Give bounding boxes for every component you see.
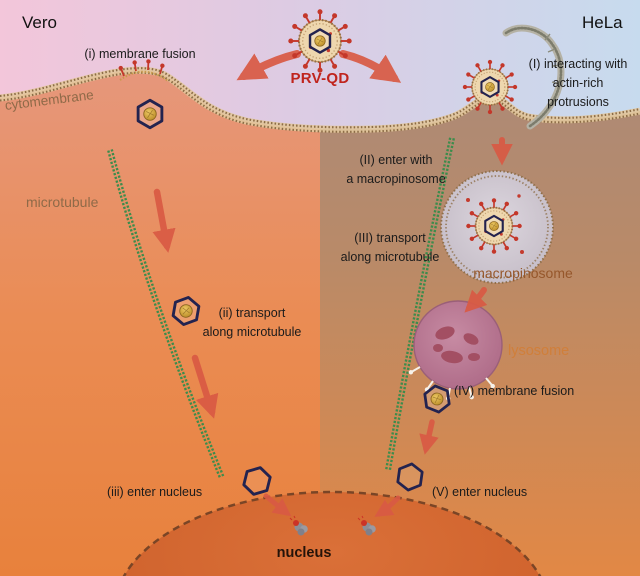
pathway-arrows [152,50,513,517]
cell-label-hela: HeLa [582,13,623,32]
actin-protrusion [502,24,565,130]
arrow-hela-nucleus [374,495,401,517]
membrane-fusion-site-vero [117,58,169,82]
arrow-lysosome-release [419,419,439,455]
label-nucleus: nucleus [276,545,332,561]
arrow-vero-transport-2 [191,354,219,419]
label-microtubule: microtubule [26,194,99,210]
label-step-IV-membrane-fusion: (IV) membrane fusion [454,384,575,398]
nucleus-shape [112,490,552,576]
label-lysosome: lysosome [508,343,570,359]
arrow-macropinosome-to-lysosome [464,287,488,313]
capsid-after-fusion-vero [138,100,162,128]
microtubule-right [385,137,455,471]
cell-label-vero: Vero [22,13,57,32]
label-step-i-membrane-fusion: (i) membrane fusion [84,47,196,61]
label-step-I-actin-protrusions: (I) interacting with actin-rich protrusi… [528,57,628,109]
label-macropinosome: macropinosome [473,265,573,281]
lysosome-vesicle [406,300,503,402]
label-step-iii-enter-nucleus: (iii) enter nucleus [107,485,203,499]
microtubule-left [107,149,225,480]
label-step-III-transport: (III) transport along microtubule [340,231,440,264]
label-step-II-macropinosome-entry: (II) enter with a macropinosome [346,153,446,186]
arrow-vero-transport-1 [152,188,176,253]
arrow-vero-nucleus [263,493,292,517]
label-step-ii-transport: (ii) transport along microtubule [202,306,302,339]
label-virus-prv-qd: PRV-QD [290,70,350,87]
label-step-V-enter-nucleus: (V) enter nucleus [432,485,528,499]
